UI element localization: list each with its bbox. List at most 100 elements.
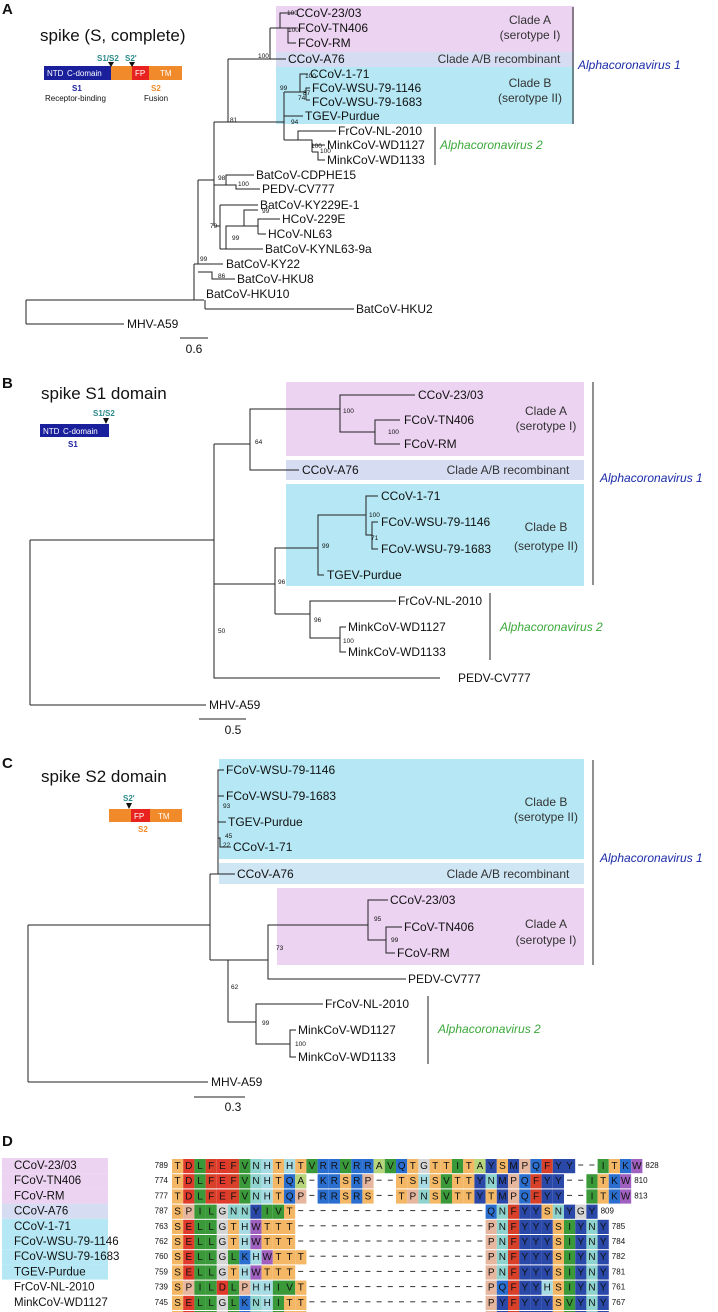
alignment-residue-cell (463, 1189, 475, 1204)
leaf-label: CCoV-A76 (302, 463, 359, 477)
alignment-residue: S (174, 1207, 181, 1218)
alignment-residue-cell (216, 1174, 228, 1189)
alignment-residue: T (275, 1191, 281, 1202)
alignment-residue: E (185, 1298, 192, 1309)
alignment-residue-cell (205, 1159, 217, 1174)
alignment-end-position: 781 (612, 1267, 626, 1276)
panel-a-leaf-labels: CCoV-23/03FCoV-TN406FCoV-RMCCoV-A76CCoV-… (127, 6, 433, 331)
bootstrap-value: 79 (210, 223, 218, 230)
alignment-residue-cell (564, 1265, 576, 1280)
alignment-residue: T (399, 1176, 405, 1187)
alignment-residue: Y (544, 1252, 551, 1263)
alignment-residue-cell (295, 1159, 307, 1174)
bootstrap-value: 100 (287, 10, 298, 17)
alignment-residue: T (298, 1161, 304, 1172)
alignment-residue: T (264, 1237, 270, 1248)
leaf-label: FCoV-WSU-79-1146 (312, 81, 421, 95)
alignment-residue-cell (295, 1280, 307, 1295)
s1s2-site-label: S1/S2 (93, 409, 115, 418)
alignment-residue-cell (205, 1250, 217, 1265)
leaf-label: PEDV-CV777 (458, 671, 531, 685)
alignment-residue: P (488, 1222, 495, 1233)
alignment-residue: P (185, 1207, 192, 1218)
alignment-residue-cell (194, 1295, 206, 1310)
leaf-label: CCoV-1-71 (233, 840, 293, 854)
alignment-residue-cell (597, 1280, 609, 1295)
alignment-residue-cell (631, 1159, 643, 1174)
alignment-residue: N (499, 1237, 506, 1248)
alignment-residue-cell (530, 1174, 542, 1189)
alignment-residue: G (219, 1267, 227, 1278)
alignment-residue-cell (272, 1159, 284, 1174)
alignment-residue-cell (597, 1235, 609, 1250)
alignment-residue-cell (172, 1159, 184, 1174)
alignment-residue: T (175, 1161, 181, 1172)
alignment-residue-cell (396, 1174, 408, 1189)
alignment-row-label: TGEV-Purdue (14, 1266, 86, 1278)
leaf-label: FCoV-WSU-79-1683 (226, 789, 336, 803)
alignment-residue-cell (496, 1265, 508, 1280)
panel-c-leaf-labels: FCoV-WSU-79-1146FCoV-WSU-79-1683TGEV-Pur… (211, 763, 481, 1089)
alignment-residue-cell (228, 1265, 240, 1280)
alignment-residue: H (252, 1283, 259, 1294)
alignment-residue: T (231, 1267, 237, 1278)
alignment-residue: S (432, 1176, 439, 1187)
panel-b-clade-a-sub: (serotype I) (516, 419, 577, 433)
leaf-label: MinkCoV-WD1127 (327, 138, 425, 152)
alignment-residue: V (241, 1176, 248, 1187)
alignment-residue: R (331, 1191, 338, 1202)
alignment-residue-cell (261, 1189, 273, 1204)
panel-c-species-alpha2: Alphacoronavirus 2 (437, 1022, 541, 1036)
alignment-residue: H (264, 1298, 271, 1309)
alignment-residue: T (287, 1267, 293, 1278)
alignment-residue: W (251, 1267, 261, 1278)
alignment-residue: Q (286, 1191, 294, 1202)
alignment-residue-cell (552, 1250, 564, 1265)
alignment-residue: I (568, 1267, 571, 1278)
alignment-residue: R (331, 1161, 338, 1172)
bootstrap-value: 100 (388, 429, 399, 436)
alignment-residue-cell (216, 1250, 228, 1265)
alignment-start-position: 745 (155, 1298, 169, 1307)
alignment-residue-cell (396, 1159, 408, 1174)
alignment-residue-cell (228, 1280, 240, 1295)
alignment-residue: L (208, 1267, 214, 1278)
alignment-residue-cell (284, 1280, 296, 1295)
bootstrap-value: 100 (343, 408, 354, 415)
alignment-residue: L (197, 1252, 203, 1263)
alignment-residue-cell (183, 1204, 195, 1219)
alignment-residue: Y (544, 1176, 551, 1187)
alignment-residue: R (320, 1161, 327, 1172)
alignment-residue-cell (284, 1219, 296, 1234)
alignment-residue: M (509, 1161, 517, 1172)
panel-b-clade-a-box (286, 382, 584, 456)
alignment-residue-cell (194, 1265, 206, 1280)
alignment-residue-cell (172, 1250, 184, 1265)
alignment-residue: Y (555, 1191, 562, 1202)
alignment-residue-cell (530, 1189, 542, 1204)
bootstrap-value: 100 (343, 638, 354, 645)
alignment-residue: S (174, 1298, 181, 1309)
alignment-residue-cell (216, 1159, 228, 1174)
leaf-label: BatCoV-KY229E-1 (260, 198, 360, 212)
alignment-end-position: 828 (645, 1161, 659, 1170)
alignment-residue: S (555, 1298, 562, 1309)
alignment-residue: T (175, 1176, 181, 1187)
alignment-residue: I (199, 1207, 202, 1218)
alignment-residue: Y (600, 1237, 607, 1248)
cdomain-label: C-domain (63, 427, 98, 436)
alignment-residue-cell (216, 1235, 228, 1250)
alignment-residue: N (252, 1161, 259, 1172)
alignment-residue-cell (384, 1159, 396, 1174)
alignment-residue-cell (261, 1280, 273, 1295)
alignment-residue-cell (440, 1159, 452, 1174)
alignment-residue: P (297, 1191, 304, 1202)
bootstrap-value: 95 (374, 916, 382, 923)
alignment-residue: S (555, 1222, 562, 1233)
alignment-residue: I (456, 1161, 459, 1172)
s2prime-site-label: S2' (125, 54, 137, 63)
alignment-residue-cell (530, 1280, 542, 1295)
alignment-residue: I (568, 1237, 571, 1248)
alignment-residue: T (600, 1191, 606, 1202)
